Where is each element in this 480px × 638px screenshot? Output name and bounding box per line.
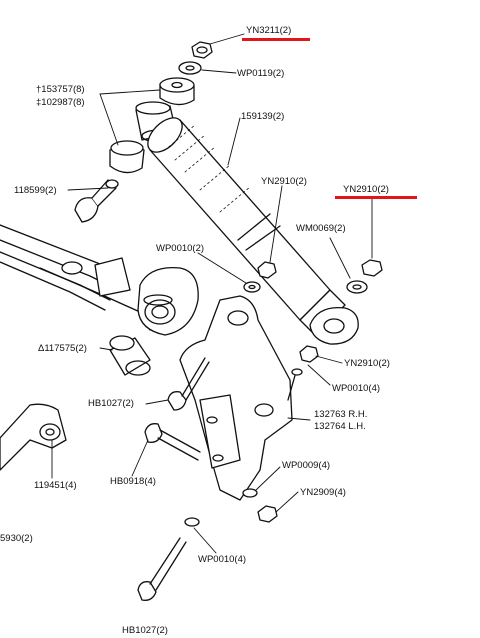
label-wp0010-upper: WP0010(2) bbox=[156, 243, 205, 254]
label-153757: †153757(8) bbox=[36, 84, 85, 95]
label-wp0009: WP0009(4) bbox=[282, 460, 331, 471]
label-132763: 132763 R.H. bbox=[314, 409, 368, 420]
bolt-hb1027-upper-part bbox=[167, 357, 210, 411]
bolt-hb0918-part bbox=[144, 423, 201, 461]
label-yn2910-lower: YN2910(2) bbox=[344, 358, 390, 369]
label-wp0010-lower: WP0010(4) bbox=[198, 554, 247, 565]
shackle-bracket-part bbox=[179, 295, 293, 501]
label-159139: 159139(2) bbox=[241, 111, 285, 122]
highlight-underline-yn2910 bbox=[335, 196, 417, 199]
label-5930: 5930(2) bbox=[0, 533, 33, 544]
label-wm0069: WM0069(2) bbox=[296, 223, 346, 234]
leaf-spring-part bbox=[0, 224, 151, 331]
bracket-stud-part bbox=[287, 368, 303, 401]
shock-nut-part bbox=[243, 261, 277, 293]
label-118599: 118599(2) bbox=[14, 185, 57, 196]
label-hb0918: HB0918(4) bbox=[110, 476, 156, 487]
arm-119451-part bbox=[0, 403, 67, 471]
top-washer-part bbox=[178, 61, 202, 75]
leader-lines bbox=[51, 33, 373, 554]
label-hb1027-lower: HB1027(2) bbox=[122, 625, 168, 636]
label-119451: 119451(4) bbox=[34, 480, 77, 491]
label-wp0119: WP0119(2) bbox=[237, 68, 285, 79]
right-nut-part bbox=[346, 259, 383, 294]
label-132764: 132764 L.H. bbox=[314, 421, 366, 432]
bolt-hb1027-lower-part bbox=[137, 517, 200, 601]
label-117575: Δ117575(2) bbox=[38, 343, 87, 354]
label-yn2910-upper: YN2910(2) bbox=[261, 176, 307, 187]
label-102987: ‡102987(8) bbox=[36, 97, 85, 108]
label-wp0010-mid: WP0010(4) bbox=[332, 383, 381, 394]
top-nut-part bbox=[191, 41, 213, 59]
label-yn3211: YN3211(2) bbox=[246, 25, 292, 36]
label-yn2909: YN2909(4) bbox=[300, 487, 346, 498]
bush-117575-part bbox=[109, 335, 151, 376]
lower-washer-part bbox=[242, 488, 278, 523]
label-hb1027-upper: HB1027(2) bbox=[88, 398, 134, 409]
spring-eye-part bbox=[94, 257, 199, 336]
lower-bush-part bbox=[109, 140, 145, 174]
shock-lower-eye-part bbox=[309, 306, 359, 345]
upper-bush-part bbox=[159, 77, 195, 106]
lower-nut-part bbox=[299, 345, 319, 363]
label-yn2910-right: YN2910(2) bbox=[343, 184, 389, 195]
bolt-118599-part bbox=[74, 179, 119, 223]
highlight-underline-yn3211 bbox=[242, 38, 310, 41]
shock-absorber-part bbox=[147, 117, 346, 336]
